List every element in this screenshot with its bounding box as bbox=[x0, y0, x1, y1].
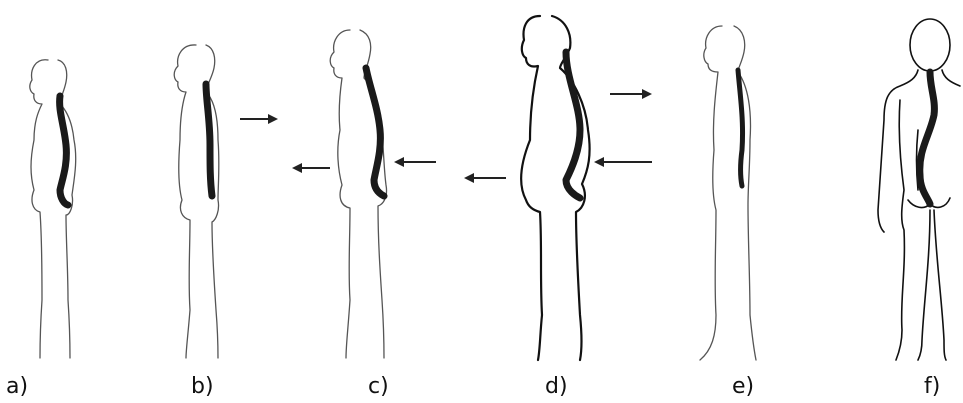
figure-b bbox=[174, 45, 219, 358]
spine-b bbox=[206, 84, 212, 196]
figure-c bbox=[330, 30, 386, 358]
arrow-c-left-lower bbox=[292, 163, 330, 173]
spine-e bbox=[738, 70, 743, 186]
body-outline-d bbox=[521, 16, 590, 360]
label-f: f) bbox=[924, 374, 940, 399]
arrow-d-left-middle bbox=[594, 157, 652, 167]
figure-f bbox=[878, 19, 960, 360]
body-outline-e bbox=[700, 26, 756, 360]
body-outline-b bbox=[174, 45, 219, 358]
arrow-d-right-upper bbox=[610, 89, 652, 99]
spine-d bbox=[566, 52, 580, 198]
arrow-d-left-lower bbox=[464, 173, 506, 183]
label-d: d) bbox=[545, 374, 568, 399]
figure-e bbox=[700, 26, 756, 360]
label-c: c) bbox=[368, 374, 389, 399]
head-f bbox=[910, 19, 950, 71]
body-outline-a bbox=[30, 60, 76, 358]
body-outline-f bbox=[878, 70, 960, 360]
figure-a bbox=[30, 60, 76, 358]
label-b: b) bbox=[191, 374, 214, 399]
label-e: e) bbox=[732, 374, 754, 399]
arrow-c-left-upper bbox=[394, 157, 436, 167]
label-a: a) bbox=[6, 374, 28, 399]
figure-d bbox=[521, 16, 590, 360]
spine-f bbox=[920, 72, 935, 204]
arrow-b-right bbox=[240, 114, 278, 124]
spine-c bbox=[366, 68, 384, 196]
